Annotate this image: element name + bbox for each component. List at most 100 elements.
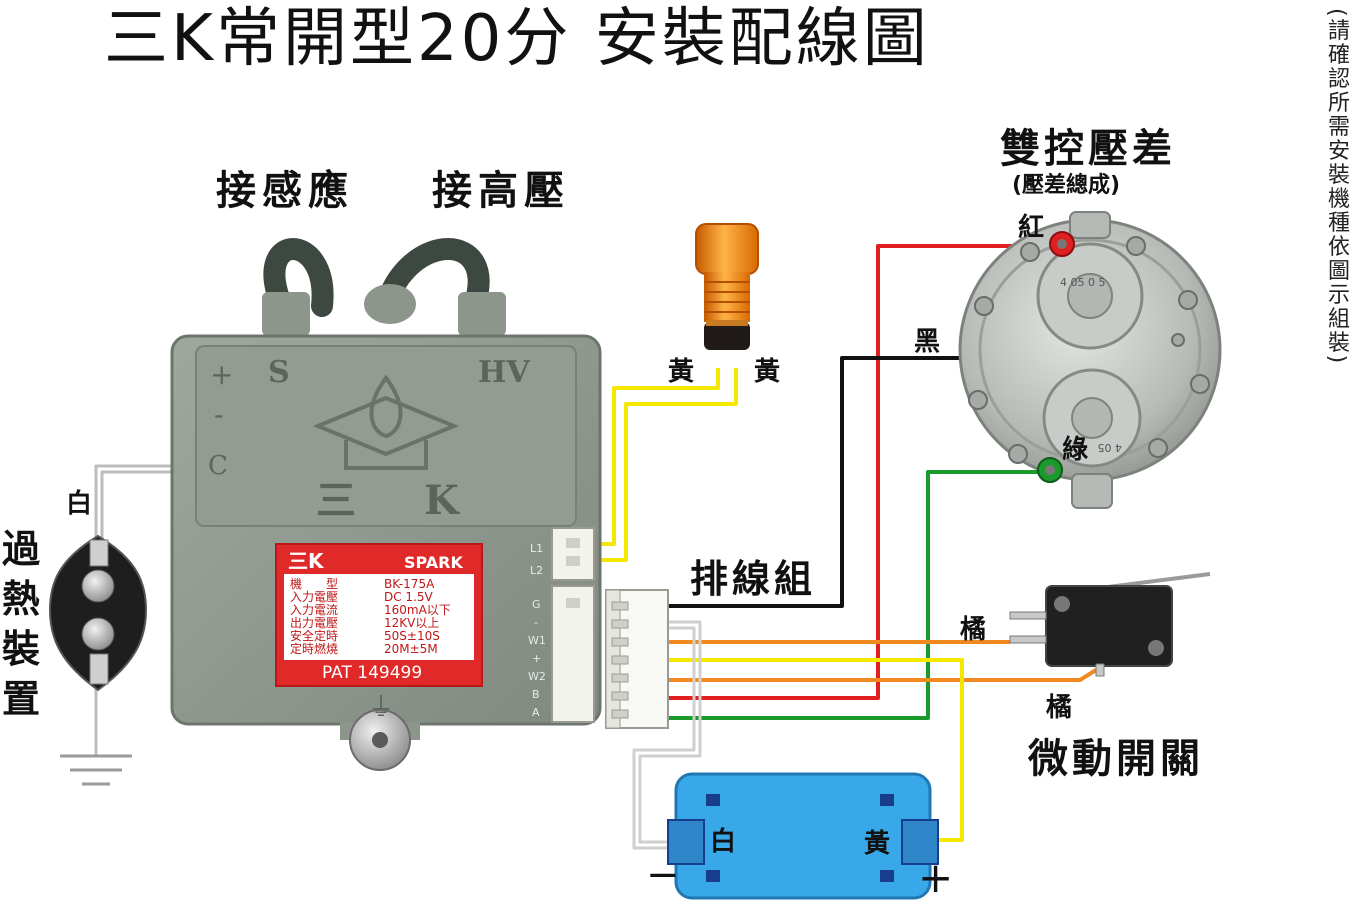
thermostat-tab xyxy=(89,653,109,685)
cable-boot xyxy=(262,292,310,336)
micro-switch xyxy=(1009,572,1211,677)
harness-pins xyxy=(611,601,629,719)
valve-outlet xyxy=(1071,473,1113,509)
wire-white-battery xyxy=(638,620,702,844)
thermostat-tab xyxy=(89,539,109,567)
valve-code-bottom: 4 05 xyxy=(1098,441,1123,454)
battery-minus: − xyxy=(646,852,680,898)
valve-inlet xyxy=(1069,211,1111,239)
switch-mount-hole xyxy=(1148,640,1164,656)
plate-row-val: 20M±5M xyxy=(384,642,438,656)
wire-white-overheat-2 xyxy=(100,470,204,542)
connector-g-pins xyxy=(566,598,580,608)
plate-row-val: DC 1.5V xyxy=(384,590,434,604)
mount-screw-hole xyxy=(372,732,388,748)
valve-boss-upper-center xyxy=(1067,273,1113,319)
wire-label-orange-bottom: 橘 xyxy=(1046,693,1072,723)
wires xyxy=(94,244,1098,850)
wire-yellow-lamp-left xyxy=(580,368,720,546)
plate-row-val: 160mA以下 xyxy=(384,603,451,617)
thermostat-terminal xyxy=(81,617,115,651)
plate-row-key: 入力電流 xyxy=(290,603,338,617)
lamp-body xyxy=(704,272,750,322)
label-overheat-char: 置 xyxy=(2,677,40,721)
pressure-valve: 4 05 0 5 4 05 xyxy=(958,211,1222,509)
terminal-green-screw xyxy=(1045,465,1055,475)
plate-pat: PAT 149499 xyxy=(322,663,422,683)
wire-green xyxy=(668,470,1048,720)
wire-label-yellow-left: 黃 xyxy=(668,357,694,387)
side-note: (請確認所需安裝機種依圖示組裝) xyxy=(1324,8,1349,366)
wire-label-black: 黑 xyxy=(914,327,940,357)
valve-boss-lower-center xyxy=(1071,397,1113,439)
wire-label-green: 綠 xyxy=(1062,434,1088,465)
connector-g-label: - xyxy=(534,616,538,629)
switch-terminals xyxy=(1009,611,1105,677)
mount-tab xyxy=(364,284,416,324)
mark-s: S xyxy=(268,355,290,390)
connector-g-labels: G - W1 + W2 B A xyxy=(528,598,546,719)
wire-yellow-battery xyxy=(668,658,964,842)
page-title: 三K常開型20分 安裝配線圖 xyxy=(104,2,930,76)
label-pressure-valve: 雙控壓差 xyxy=(1000,126,1176,172)
plate-spark: SPARK xyxy=(404,553,463,572)
battery-slots xyxy=(706,794,894,882)
connector-g-label: W2 xyxy=(528,670,546,683)
lamp-base xyxy=(704,322,750,350)
wire-label-orange-top: 橘 xyxy=(960,615,986,645)
harness-connector xyxy=(605,589,669,729)
igniter-module: + - C S HV 三 K L1 L2 G - W1 + W2 B A xyxy=(170,238,602,771)
label-micro-switch: 微動開關 xyxy=(1027,736,1204,782)
wire-black xyxy=(668,356,962,608)
label-harness: 排線組 xyxy=(690,557,816,601)
wire-white-battery-2 xyxy=(632,626,696,850)
mark-hv: HV xyxy=(478,355,530,390)
connector-pin xyxy=(566,556,580,566)
lamp-cap xyxy=(695,223,759,275)
wire-red xyxy=(668,244,1058,700)
mark-k: K xyxy=(424,477,460,524)
plate-row-key: 機 型 xyxy=(290,576,338,591)
plate-row-val: 50S±10S xyxy=(384,629,440,643)
label-overheat-char: 裝 xyxy=(2,627,40,671)
connector-g-label: A xyxy=(532,706,540,719)
connector-g-label: B xyxy=(532,688,540,701)
connector-g-housing xyxy=(551,585,595,723)
flame-logo xyxy=(312,374,460,470)
wire-labels: 黃 黃 紅 黑 綠 橘 橘 白 白 黃 xyxy=(66,213,1088,859)
thermostat-body xyxy=(48,534,148,692)
valve-code-top: 4 05 0 5 xyxy=(1060,276,1105,289)
thermostat-terminal xyxy=(81,569,115,603)
wire-label-white-overheat: 白 xyxy=(66,488,92,519)
wire-orange-bottom xyxy=(668,668,1098,682)
terminal-red-screw xyxy=(1057,239,1067,249)
switch-mount-hole xyxy=(1054,596,1070,612)
mark-c: C xyxy=(208,451,228,481)
wire-label-yellow-battery: 黃 xyxy=(864,829,890,859)
mark-minus: - xyxy=(214,398,223,431)
plate-row-val: BK-175A xyxy=(384,577,435,591)
connector-l-housing xyxy=(551,527,595,581)
cable-boot xyxy=(458,292,506,336)
plate-row-key: 入力電壓 xyxy=(290,590,338,604)
connector-g-label: G xyxy=(532,598,541,611)
wire-yellow-lamp-right xyxy=(580,368,738,562)
overheat-device xyxy=(48,534,148,692)
connector-g-label: W1 xyxy=(528,634,546,647)
label-overheat: 過 熱 裝 置 xyxy=(2,527,41,721)
ground-icon xyxy=(60,754,132,786)
label-overheat-char: 熱 xyxy=(2,577,40,621)
wire-label-red: 紅 xyxy=(1018,213,1044,243)
connector-l1-label: L1 xyxy=(530,542,543,555)
hv-cable xyxy=(263,238,334,317)
plate-row-val: 12KV以上 xyxy=(384,616,439,630)
lamp-threads xyxy=(704,281,750,313)
connector-l2-label: L2 xyxy=(530,564,543,577)
wire-label-yellow-right: 黃 xyxy=(754,357,780,387)
battery-plus: + xyxy=(918,853,953,900)
plate-brand: 三K xyxy=(288,549,325,573)
rating-plate-body xyxy=(284,574,474,660)
hv-cable xyxy=(375,238,490,317)
battery-terminal-left xyxy=(667,819,705,865)
